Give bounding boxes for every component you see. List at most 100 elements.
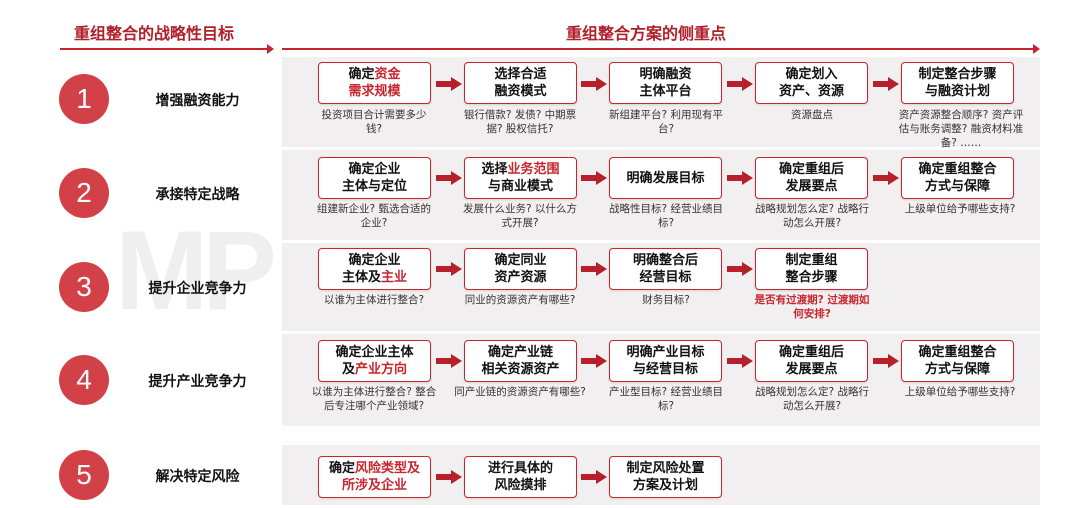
step-note: 战略规划怎么定? 战略行动怎么开展? [755,203,869,229]
step-highlight: 产业方向 [355,362,408,377]
step-text: 明确发展目标 [626,170,705,186]
step-highlight-line2: 需求规模 [348,84,401,99]
step-highlight-line2: 所涉及企业 [341,478,407,493]
row-number-2: 2 [59,168,109,218]
goal-column-title: 重组整合的战略性目标 [74,24,235,43]
step-text-line2: 及 [341,362,355,377]
step-note: 新组建平台? 利用现有平台? [609,109,723,135]
step-text: 制定重组 [785,253,838,268]
step-text: 制定整合步骤 [918,67,997,82]
step-text-line2: 发展要点 [785,362,838,377]
step-text: 确定企业 [348,253,401,268]
step-highlight: 业务范围 [507,162,560,177]
flow-arrow [873,77,899,91]
step-box-5-3: 制定风险处置 方案及计划 [609,456,722,498]
flow-arrow [581,262,607,276]
flow-arrow [727,262,753,276]
step-box-3-4: 制定重组 整合步骤 [755,248,868,290]
goal-label-4: 提升产业竞争力 [148,374,247,390]
step-text: 确定重组后 [778,345,844,360]
step-note: 同产业链的资源资产有哪些? [454,386,586,398]
step-text-line2: 风险摸排 [494,478,547,493]
step-text: 确定企业主体 [335,345,414,360]
step-text-line2: 方式与保障 [924,362,990,377]
flow-arrow [727,354,753,368]
plan-column-title: 重组整合方案的侧重点 [566,24,727,43]
row-number-3: 3 [59,262,109,312]
step-box-1-1: 确定资金 需求规模 [318,62,431,104]
step-note: 以谁为主体进行整合? [323,294,425,306]
step-text-line2: 主体与定位 [341,179,407,194]
step-highlight: 风险类型及 [355,461,421,476]
step-text: 选择合适 [494,67,547,82]
step-highlight: 资金 [374,67,401,82]
step-note: 产业型目标? 经营业绩目标? [609,386,723,412]
flow-arrow [581,171,607,185]
flow-arrow [873,354,899,368]
watermark-logo: MP [115,208,277,333]
step-box-3-1: 确定企业 主体及主业 [318,248,431,290]
flow-arrow [581,77,607,91]
step-text-line2: 与经营目标 [632,362,698,377]
step-box-4-1: 确定企业主体 及产业方向 [318,340,431,382]
step-text: 确定重组整合 [918,345,997,360]
step-box-1-3: 明确融资 主体平台 [609,62,722,104]
goal-label-3: 提升企业竞争力 [148,281,247,297]
step-box-4-3: 明确产业目标 与经营目标 [609,340,722,382]
step-box-3-3: 明确整合后 经营目标 [609,248,722,290]
step-note: 同业的资源资产有哪些? [464,294,576,306]
flow-arrow [436,354,462,368]
step-note: 上级单位给予哪些支持? [904,386,1016,398]
step-box-4-5: 确定重组整合 方式与保障 [901,340,1014,382]
left-header-rule [60,44,274,54]
step-text: 确定同业 [494,253,547,268]
flow-arrow [873,171,899,185]
flow-arrow [581,354,607,368]
step-text: 确定重组整合 [918,162,997,177]
step-text-line2: 发展要点 [785,179,838,194]
step-text: 确定 [328,461,355,476]
step-box-2-4: 确定重组后 发展要点 [755,157,868,199]
step-text: 制定风险处置 [626,461,705,476]
step-text-line2: 融资模式 [494,84,547,99]
step-highlight: 主业 [381,270,408,285]
goal-label-1: 增强融资能力 [155,93,240,109]
step-text: 选择 [481,162,508,177]
step-text-line2: 方案及计划 [632,478,698,493]
step-text: 确定产业链 [487,345,553,360]
step-text: 确定 [348,67,375,82]
flow-arrow [727,77,753,91]
step-box-2-1: 确定企业 主体与定位 [318,157,431,199]
step-note: 资产资源整合顺序? 资产评估与账务调整? 融资材料准备? …… [898,109,1024,149]
step-box-5-1: 确定风险类型及 所涉及企业 [318,456,431,498]
step-text: 进行具体的 [487,461,553,476]
step-box-2-2: 选择业务范围 与商业模式 [464,157,577,199]
step-text-line2: 相关资源资产 [481,362,560,377]
step-box-3-2: 确定同业 资产资源 [464,248,577,290]
step-note: 战略规划怎么定? 战略行动怎么开展? [755,386,869,412]
row-number-4: 4 [59,355,109,405]
flow-arrow [436,470,462,484]
step-text: 确定重组后 [778,162,844,177]
step-box-4-2: 确定产业链 相关资源资产 [464,340,577,382]
step-text-line2: 资产、资源 [778,84,844,99]
step-note: 投资项目合计需要多少钱? [321,109,427,135]
step-note: 组建新企业? 甄选合适的企业? [317,203,431,229]
flow-arrow [436,77,462,91]
flow-arrow [727,171,753,185]
step-text: 明确产业目标 [626,345,705,360]
goal-label-5: 解决特定风险 [155,469,240,485]
step-text-line2: 主体及 [341,270,381,285]
step-text-line2: 经营目标 [639,270,692,285]
flow-arrow [581,470,607,484]
row-number-1: 1 [59,74,109,124]
step-box-5-2: 进行具体的 风险摸排 [464,456,577,498]
step-box-1-5: 制定整合步骤 与融资计划 [901,62,1014,104]
row-number-5: 5 [59,450,109,500]
step-text-line2: 主体平台 [639,84,692,99]
step-text-line2: 整合步骤 [785,270,838,285]
step-note: 战略性目标? 经营业绩目标? [609,203,723,229]
flow-arrow [436,262,462,276]
step-note-highlight: 是否有过渡期? 过渡期如何安排? [754,294,870,320]
goal-label-2: 承接特定战略 [155,187,240,203]
